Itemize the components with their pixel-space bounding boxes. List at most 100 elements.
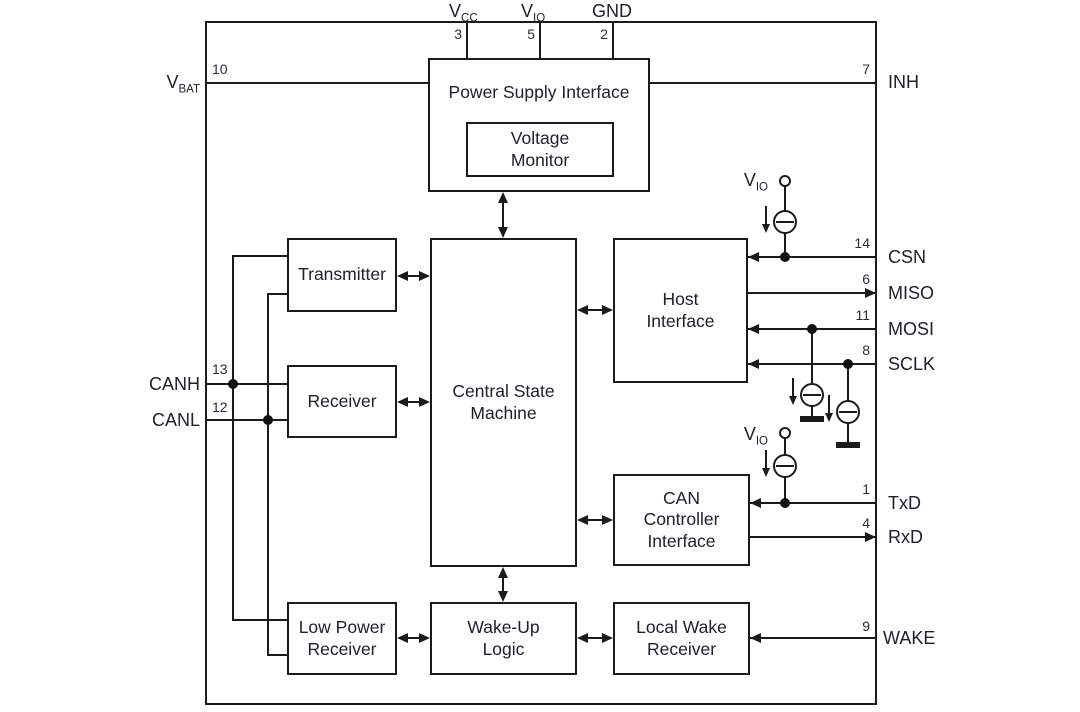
voltage-monitor-block: Voltage Monitor bbox=[466, 122, 614, 177]
csn-junction-dot bbox=[780, 252, 790, 262]
low-power-receiver-block: Low Power Receiver bbox=[287, 602, 397, 675]
gnd-pin-number: 2 bbox=[600, 26, 608, 42]
canl-junction-dot bbox=[263, 415, 273, 425]
sclk-pulldown-current-source bbox=[836, 400, 860, 424]
vbat-pin-label: VBAT bbox=[166, 72, 200, 96]
miso-arrowhead bbox=[865, 288, 876, 298]
central-state-machine-label: Central State Machine bbox=[452, 381, 555, 423]
csn-pin-number: 14 bbox=[854, 235, 870, 251]
wake-up-logic-label: Wake-Up Logic bbox=[467, 617, 540, 659]
sclk-pulldown-wire-bottom bbox=[847, 422, 849, 443]
central-state-machine-block: Central State Machine bbox=[430, 238, 577, 567]
inh-pin-label: INH bbox=[888, 72, 919, 92]
local-wake-receiver-label: Local Wake Receiver bbox=[636, 617, 727, 659]
miso-pin-label: MISO bbox=[888, 283, 935, 303]
wake-pin-number: 9 bbox=[862, 618, 870, 634]
sclk-pin-label: SCLK bbox=[888, 354, 936, 374]
vio-pin-wire bbox=[539, 21, 541, 60]
csn-vio-terminal bbox=[779, 175, 791, 187]
txd-junction-dot bbox=[780, 498, 790, 508]
receiver-label: Receiver bbox=[307, 390, 377, 411]
sclk-junction-dot bbox=[843, 359, 853, 369]
csn-pullup-current-source bbox=[773, 210, 797, 234]
low-power-receiver-label: Low Power Receiver bbox=[298, 617, 386, 659]
sclk-ground-symbol bbox=[836, 442, 860, 448]
mosi-arrowhead bbox=[748, 324, 759, 334]
txd-wire bbox=[750, 502, 876, 504]
txd-pullup-arrowhead bbox=[762, 468, 770, 477]
canh-pin-label: CANH bbox=[148, 374, 200, 394]
host-interface-label: Host Interface bbox=[646, 289, 715, 331]
canl-pin-label: CANL bbox=[151, 410, 200, 430]
wake-wire bbox=[750, 637, 876, 639]
rxd-arrowhead bbox=[865, 532, 876, 542]
csn-arrowhead bbox=[748, 252, 759, 262]
canl-transmitter-stub bbox=[267, 293, 287, 295]
mosi-pin-label: MOSI bbox=[888, 319, 935, 339]
canl-bus-vertical bbox=[267, 293, 269, 656]
canl-lowpower-stub bbox=[267, 654, 287, 656]
txd-pullup-current-source bbox=[773, 454, 797, 478]
mosi-pulldown-wire-bottom bbox=[811, 405, 813, 417]
canh-wire bbox=[205, 383, 287, 385]
txd-pin-number: 1 bbox=[862, 481, 870, 497]
csn-pin-label: CSN bbox=[888, 247, 927, 267]
local-wake-receiver-block: Local Wake Receiver bbox=[613, 602, 750, 675]
rxd-pin-label: RxD bbox=[888, 527, 923, 547]
canl-wire bbox=[205, 419, 287, 421]
csn-vio-label: VIO bbox=[743, 170, 768, 194]
inh-wire bbox=[650, 82, 876, 84]
vcc-pin-label: VCC bbox=[449, 1, 478, 25]
rxd-wire bbox=[750, 536, 876, 538]
gnd-pin-wire bbox=[612, 21, 614, 60]
vcc-pin-number: 3 bbox=[454, 26, 462, 42]
mosi-junction-dot bbox=[807, 324, 817, 334]
mosi-pulldown-arrow-line bbox=[792, 378, 794, 397]
host-interface-block: Host Interface bbox=[613, 238, 748, 383]
vio-pin-label: VIO bbox=[521, 1, 546, 25]
canh-bus-vertical bbox=[232, 255, 234, 621]
wake-pin-label: WAKE bbox=[883, 628, 936, 648]
voltage-monitor-label: Voltage Monitor bbox=[510, 128, 570, 170]
vbat-pin-number: 10 bbox=[212, 61, 228, 77]
mosi-ground-symbol bbox=[800, 416, 824, 422]
rxd-pin-number: 4 bbox=[862, 515, 870, 531]
mosi-pulldown-arrowhead bbox=[789, 396, 797, 405]
mosi-pulldown-current-source bbox=[800, 383, 824, 407]
canh-junction-dot bbox=[228, 379, 238, 389]
mosi-pulldown-wire-top bbox=[811, 330, 813, 386]
wake-up-logic-block: Wake-Up Logic bbox=[430, 602, 577, 675]
vcc-pin-wire bbox=[466, 21, 468, 60]
transmitter-label: Transmitter bbox=[298, 264, 386, 285]
vbat-wire bbox=[205, 82, 428, 84]
txd-vio-terminal bbox=[779, 427, 791, 439]
txd-pullup-arrow-line bbox=[765, 450, 767, 469]
can-controller-interface-label: CAN Controller Interface bbox=[643, 487, 720, 551]
miso-pin-number: 6 bbox=[862, 271, 870, 287]
mosi-pin-number: 11 bbox=[855, 307, 870, 323]
sclk-pulldown-arrow-line bbox=[828, 395, 830, 414]
power-supply-interface-label: Power Supply Interface bbox=[448, 82, 630, 102]
canh-pin-number: 13 bbox=[212, 361, 228, 377]
canh-lowpower-stub bbox=[232, 619, 287, 621]
canl-pin-number: 12 bbox=[212, 399, 228, 415]
transmitter-block: Transmitter bbox=[287, 238, 397, 312]
miso-wire bbox=[748, 292, 876, 294]
sclk-pin-number: 8 bbox=[862, 342, 870, 358]
inh-pin-number: 7 bbox=[862, 61, 870, 77]
receiver-block: Receiver bbox=[287, 365, 397, 438]
txd-pin-label: TxD bbox=[888, 493, 921, 513]
wake-arrowhead bbox=[750, 633, 761, 643]
csn-pullup-arrowhead bbox=[762, 224, 770, 233]
vio-pin-number: 5 bbox=[527, 26, 535, 42]
gnd-pin-label: GND bbox=[592, 1, 632, 21]
sclk-pulldown-arrowhead bbox=[825, 413, 833, 422]
sclk-arrowhead bbox=[748, 359, 759, 369]
can-controller-interface-block: CAN Controller Interface bbox=[613, 474, 750, 566]
csn-wire bbox=[748, 256, 876, 258]
canh-transmitter-stub bbox=[232, 255, 287, 257]
sclk-pulldown-wire-top bbox=[847, 365, 849, 403]
txd-vio-label: VIO bbox=[743, 424, 768, 448]
txd-arrowhead bbox=[750, 498, 761, 508]
